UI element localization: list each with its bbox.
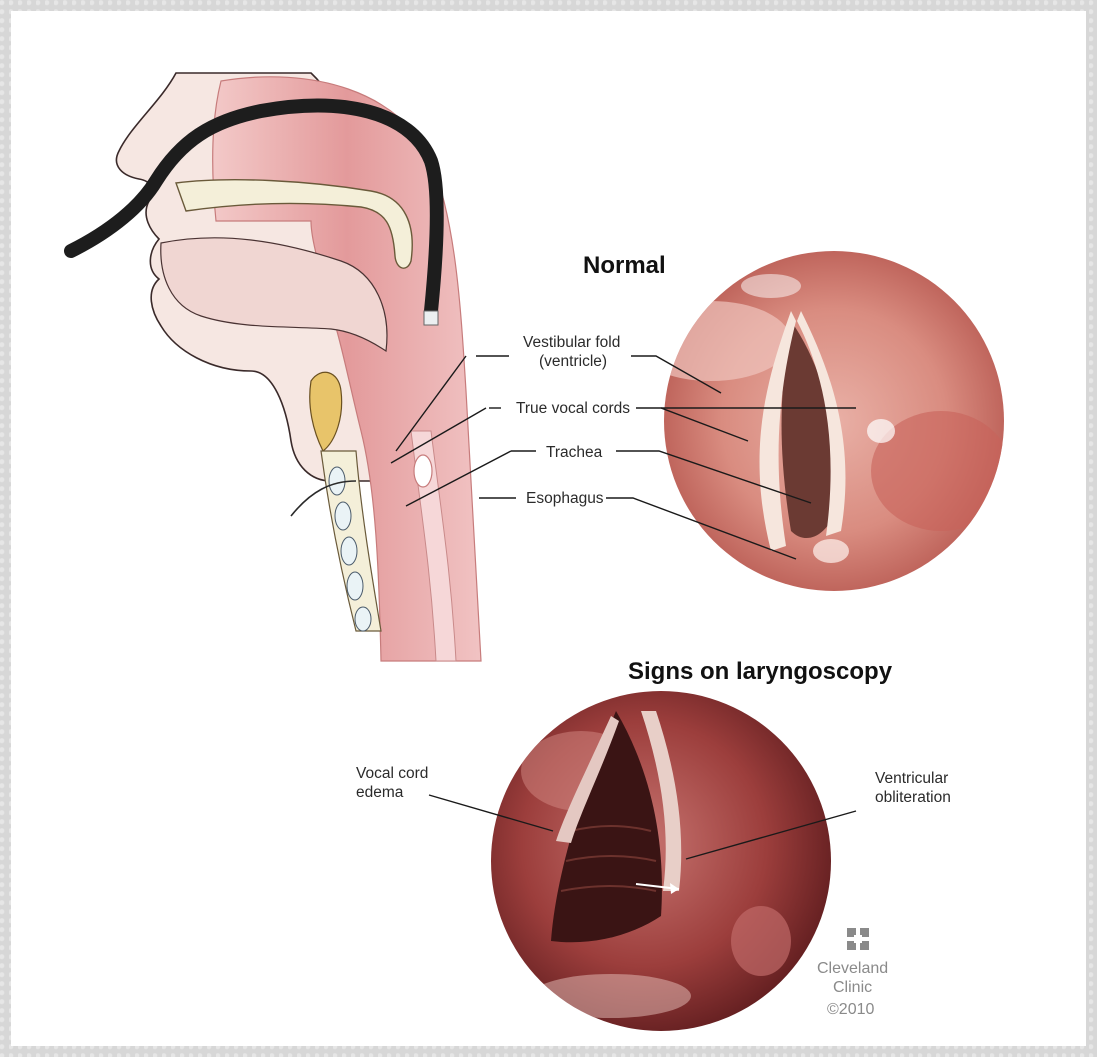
label-edema: edema [356,784,404,801]
normal-laryngoscopy-view [631,251,1011,591]
figure-panel: Normal Signs on laryngoscopy [11,11,1086,1046]
endoscope-tip [424,311,438,325]
cleveland-clinic-logo-mark [847,928,869,950]
esophagus-marker [414,455,432,487]
cleveland-clinic-logo: Cleveland Clinic ©2010 [817,928,888,1018]
label-vestibular-fold: Vestibular fold [523,334,620,351]
heading-normal: Normal [583,252,666,279]
label-trachea: Trachea [546,444,603,461]
label-ventricular: Ventricular [875,770,948,787]
label-vocal-cord: Vocal cord [356,765,428,782]
laryngoscopy-figure: Normal Signs on laryngoscopy [11,11,1086,1046]
heading-signs: Signs on laryngoscopy [628,658,893,685]
label-obliteration: obliteration [875,789,951,806]
brand-copyright: ©2010 [827,1001,874,1018]
label-esophagus: Esophagus [526,490,604,507]
label-true-vocal-cords: True vocal cords [516,400,630,417]
brand-line-1: Cleveland [817,960,888,977]
label-ventricle: (ventricle) [539,353,607,370]
signs-laryngoscopy-view [491,691,831,1031]
head-neck-illustration [71,73,481,661]
brand-line-2: Clinic [833,979,872,996]
